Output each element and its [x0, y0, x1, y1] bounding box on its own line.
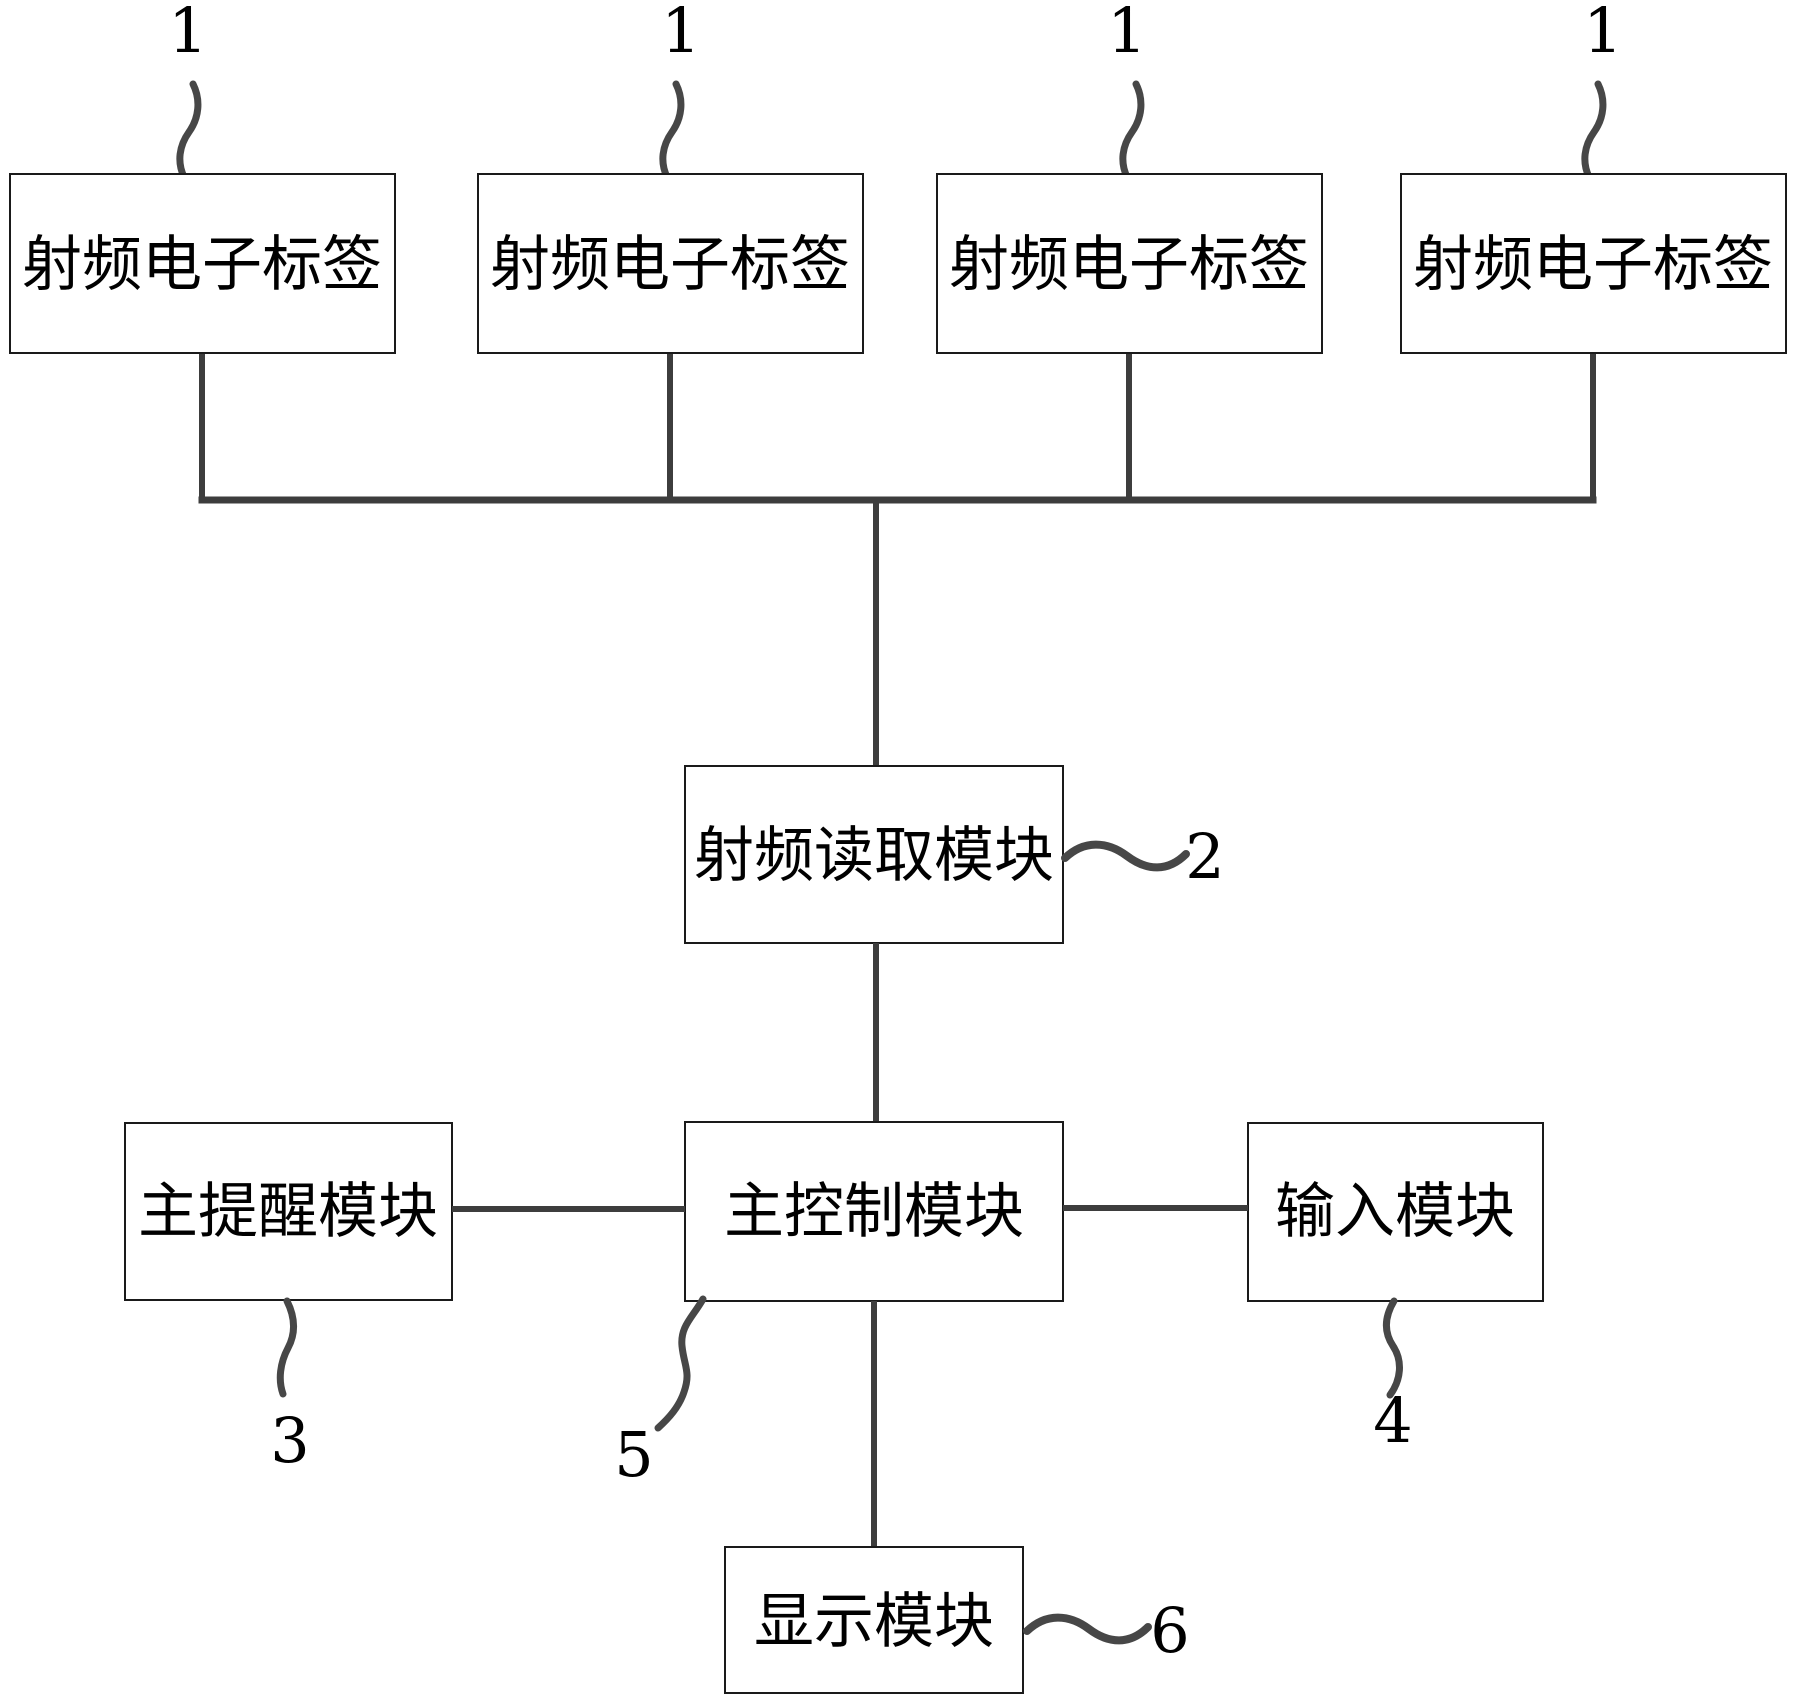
tag-box-1: [9, 173, 396, 354]
leader-squiggle-1b: [659, 80, 685, 181]
tag-box-3: [936, 173, 1323, 354]
reminder-box: [124, 1122, 453, 1301]
input-box: [1247, 1122, 1544, 1302]
display-box: [724, 1546, 1024, 1694]
leader-squiggle-1c: [1119, 80, 1145, 181]
leader-squiggle-1a: [176, 80, 202, 181]
tag-box-2: [477, 173, 864, 354]
ref-label-6: 6: [1150, 1594, 1189, 1667]
rf-reader-box: [684, 765, 1064, 944]
display-label: 显示模块: [754, 1587, 994, 1657]
reminder-label: 主提醒模块: [138, 1177, 438, 1247]
tag-box-4: [1400, 173, 1787, 354]
leader-tilde-6: [1023, 1613, 1152, 1645]
ref-label-4: 4: [1373, 1384, 1412, 1457]
tag-box-4-label: 射频电子标签: [1413, 230, 1773, 300]
ref-label-1d: 1: [1583, 0, 1622, 67]
leader-squiggle-1d: [1581, 80, 1607, 181]
ref-label-1c: 1: [1107, 0, 1146, 67]
leader-squiggle-4: [1382, 1297, 1403, 1399]
tag-box-2-label: 射频电子标签: [490, 230, 850, 300]
ref-label-2: 2: [1185, 820, 1224, 893]
tag-box-1-label: 射频电子标签: [22, 230, 382, 300]
leader-squiggle-3: [276, 1297, 297, 1398]
control-label: 主控制模块: [724, 1177, 1024, 1247]
tag-box-3-label: 射频电子标签: [949, 230, 1309, 300]
ref-label-3: 3: [270, 1404, 309, 1477]
rf-reader-label: 射频读取模块: [694, 821, 1054, 891]
leader-tilde-2: [1061, 840, 1190, 872]
control-box: [684, 1121, 1064, 1302]
input-label: 输入模块: [1275, 1177, 1515, 1247]
ref-label-1b: 1: [661, 0, 700, 67]
leader-squiggle-5: [654, 1295, 707, 1432]
ref-label-5: 5: [614, 1418, 653, 1491]
ref-label-1a: 1: [168, 0, 207, 67]
